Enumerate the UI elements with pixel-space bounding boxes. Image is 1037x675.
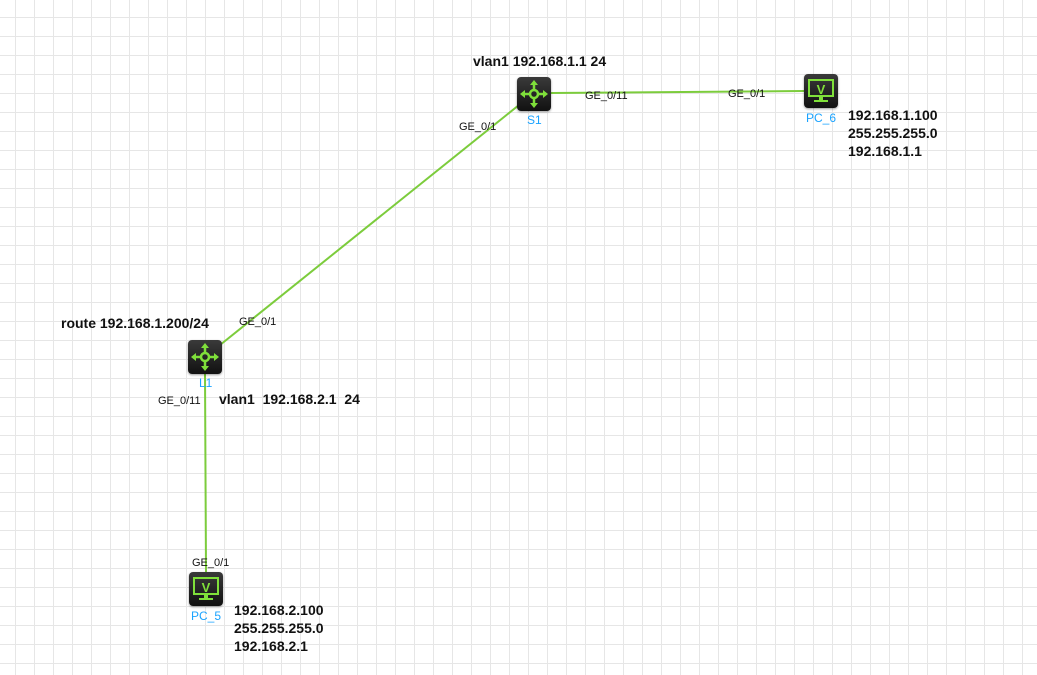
l1-name: L1 [199,376,213,390]
pc5-gateway: 192.168.2.1 [234,638,308,654]
pc6-mask: 255.255.255.0 [848,125,938,141]
port-label: GE_0/1 [728,88,766,100]
link-s1-l1[interactable] [219,104,520,346]
pc5-mask: 255.255.255.0 [234,620,324,636]
port-label: GE_0/1 [239,316,277,328]
pc6-ip: 192.168.1.100 [848,107,938,123]
router-arrows-icon [191,343,219,371]
pc5-ip-info: 192.168.2.100 255.255.255.0 192.168.2.1 [234,601,324,655]
router-arrows-icon [520,80,548,108]
s1-ip-label: vlan1 192.168.1.1 24 [473,53,607,69]
monitor-icon: V [193,577,219,600]
pc5-name: PC_5 [191,609,222,623]
switch-s1[interactable] [517,77,551,111]
pc6-name: PC_6 [806,111,837,125]
port-label: GE_0/1 [192,557,230,569]
router-l1[interactable] [188,340,222,374]
pc5-ip: 192.168.2.100 [234,602,324,618]
s1-name: S1 [527,113,542,127]
link-l1-pc5[interactable] [204,373,207,573]
port-label: GE_0/11 [158,395,201,407]
pc-6[interactable]: V [804,74,838,108]
pc6-ip-info: 192.168.1.100 255.255.255.0 192.168.1.1 [848,106,938,160]
pc-5[interactable]: V [189,572,223,606]
pc6-gateway: 192.168.1.1 [848,143,922,159]
link-s1-pc6[interactable] [550,90,805,94]
svg-text:V: V [817,82,826,97]
monitor-icon: V [808,79,834,102]
l1-route-label: route 192.168.1.200/24 [61,315,209,331]
port-label: GE_0/11 [585,90,628,102]
svg-text:V: V [202,580,211,595]
l1-vlan-label: vlan1 192.168.2.1 24 [219,391,360,407]
port-label: GE_0/1 [459,121,497,133]
